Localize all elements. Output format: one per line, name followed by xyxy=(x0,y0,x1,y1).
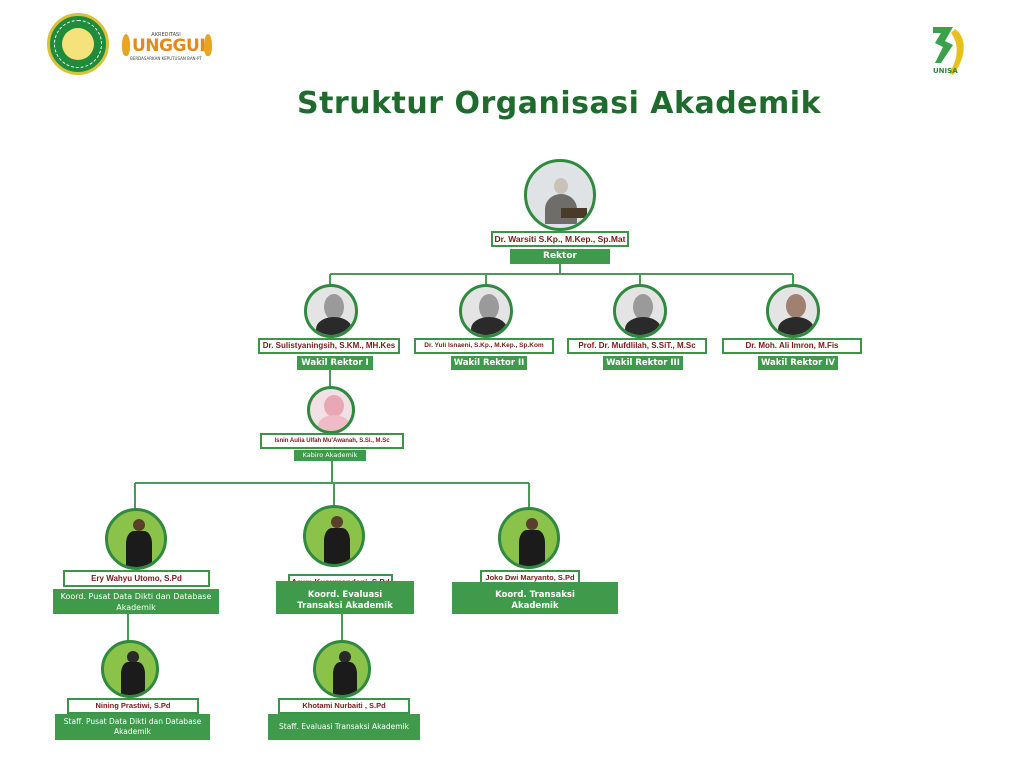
wakil-rektor-1-photo xyxy=(304,284,358,338)
koord-1-photo xyxy=(105,508,167,570)
koord-3-role: Koord. Transaksi Akademik xyxy=(452,582,618,614)
wakil-rektor-1-name: Dr. Sulistyaningsih, S.KM., MH.Kes xyxy=(258,338,400,354)
koord-2-role: Koord. Evaluasi Transaksi Akademik xyxy=(276,581,414,614)
akreditasi-unggul-logo: AKREDITASI UNGGUL BERDASARKAN KEPUTUSAN … xyxy=(118,26,214,66)
page-title: Struktur Organisasi Akademik xyxy=(296,86,822,121)
wakil-rektor-3-name: Prof. Dr. Mufdlilah, S.SiT., M.Sc xyxy=(567,338,707,354)
kabiro-photo xyxy=(307,386,355,434)
koord-2-photo xyxy=(303,505,365,567)
unggul-main-text: UNGGUL xyxy=(132,36,210,56)
wakil-rektor-1-role: Wakil Rektor I xyxy=(297,356,373,370)
rektor-role: Rektor xyxy=(510,249,610,264)
koord-1-name: Ery Wahyu Utomo, S.Pd xyxy=(63,570,210,587)
staff-2-photo xyxy=(313,640,371,698)
kabiro-role: Kabiro Akademik xyxy=(294,450,366,461)
unggul-bottom-text: BERDASARKAN KEPUTUSAN BAN-PT xyxy=(130,56,202,61)
staff-2-role: Staff. Evaluasi Transaksi Akademik xyxy=(268,714,420,740)
staff-1-role: Staff. Pusat Data Dikti dan Database Aka… xyxy=(55,714,210,740)
wakil-rektor-2-role: Wakil Rektor II xyxy=(451,356,527,370)
staff-2-name: Khotami Nurbaiti , S.Pd xyxy=(278,698,410,714)
wakil-rektor-3-photo xyxy=(613,284,667,338)
wakil-rektor-4-role: Wakil Rektor IV xyxy=(758,356,838,370)
koord-1-role: Koord. Pusat Data Dikti dan Database Aka… xyxy=(53,589,219,614)
university-seal-logo xyxy=(47,13,109,75)
rektor-photo xyxy=(524,159,596,231)
wakil-rektor-3-role: Wakil Rektor III xyxy=(603,356,683,370)
wakil-rektor-4-photo xyxy=(766,284,820,338)
wakil-rektor-2-name: Dr. Yuli Isnaeni, S.Kp., M.Kep., Sp.Kom xyxy=(414,338,554,354)
staff-1-photo xyxy=(101,640,159,698)
anniversary-label: UNISA xyxy=(933,67,958,75)
staff-1-name: Nining Prastiwi, S.Pd xyxy=(67,698,199,714)
seal-ring xyxy=(54,20,102,68)
kabiro-name: Isnin Aulia Ulfah Mu'Awanah, S.Si., M.Sc xyxy=(260,433,404,449)
unggul-top-text: AKREDITASI xyxy=(151,32,181,38)
koord-3-photo xyxy=(498,507,560,569)
wheat-left-icon xyxy=(122,34,130,56)
seal-center xyxy=(62,28,94,60)
wakil-rektor-4-name: Dr. Moh. Ali Imron, M.Fis xyxy=(722,338,862,354)
wakil-rektor-2-photo xyxy=(459,284,513,338)
rektor-name: Dr. Warsiti S.Kp., M.Kep., Sp.Mat xyxy=(491,231,629,247)
wheat-right-icon xyxy=(204,34,212,56)
anniversary-logo: UNISA xyxy=(933,27,964,75)
